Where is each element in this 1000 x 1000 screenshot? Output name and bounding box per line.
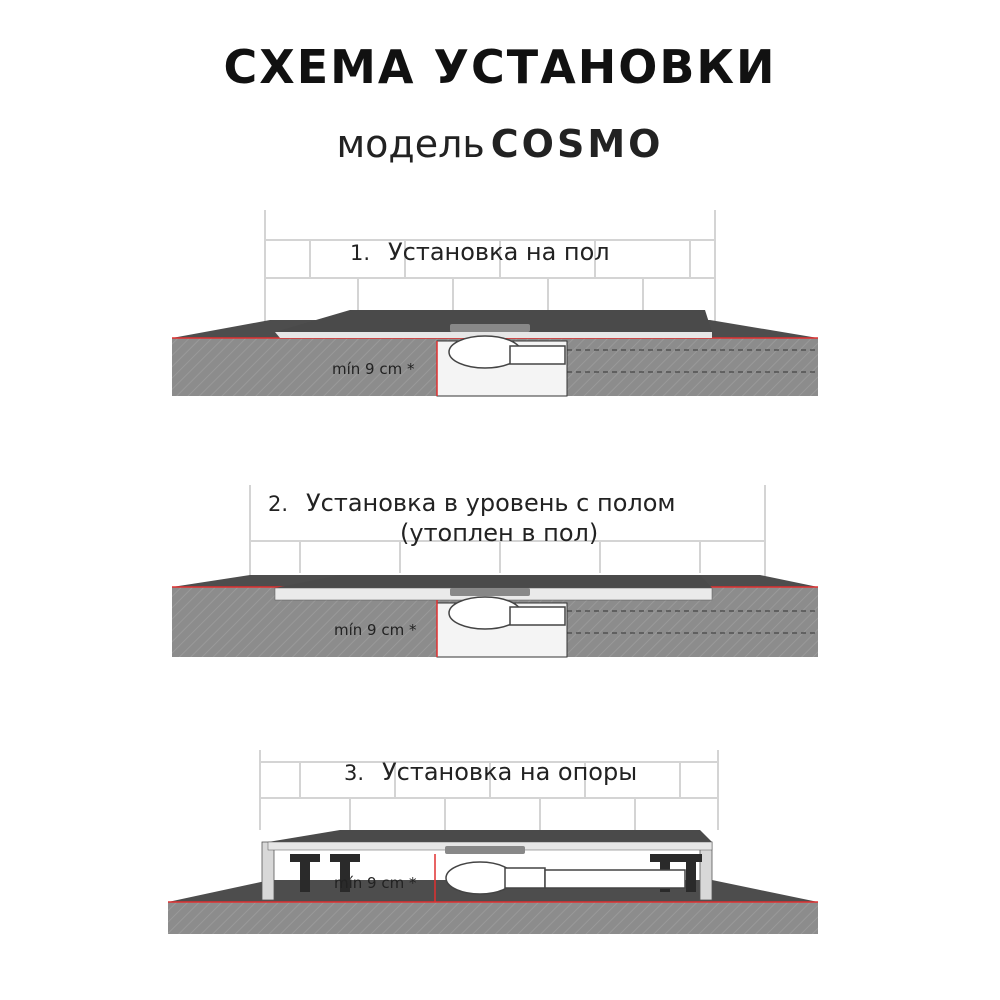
scheme-1-drawing (172, 210, 818, 397)
model-prefix: модель (336, 122, 485, 166)
floor-block (168, 902, 818, 934)
model-name: COSMO (490, 122, 664, 166)
shower-tray (275, 575, 712, 588)
scheme-2-height-mark: mín 9 cm * (334, 621, 417, 639)
scheme-1-height-mark: mín 9 cm * (332, 360, 415, 378)
scheme-3-label: 3. Установка на опоры (344, 758, 637, 786)
scheme-flush-mount: 2. Установка в уровень с полом (утоплен в… (0, 485, 1000, 675)
scheme-2-drawing (172, 485, 818, 658)
shower-tray (268, 830, 712, 842)
page-title: СХЕМА УСТАНОВКИ (223, 40, 777, 94)
scheme-1-number: 1. (350, 241, 371, 265)
scheme-1-label: 1. Установка на пол (350, 238, 610, 266)
scheme-legs-mount: 3. Установка на опоры mín 9 cm * (0, 750, 1000, 945)
shower-tray (275, 310, 712, 332)
brick-wall (264, 210, 716, 322)
scheme-3-number: 3. (344, 761, 365, 785)
scheme-3-drawing (168, 750, 818, 934)
brick-wall (249, 485, 766, 577)
scheme-2-label: 2. Установка в уровень с полом (268, 489, 676, 517)
scheme-3-height-mark: mín 9 cm * (334, 874, 417, 892)
scheme-1-title: Установка на пол (388, 238, 610, 266)
scheme-3-title: Установка на опоры (382, 758, 638, 786)
scheme-2-title-line1: Установка в уровень с полом (306, 489, 676, 517)
scheme-2-number: 2. (268, 492, 289, 516)
scheme-floor-mount: 1. Установка на пол mín 9 cm * (0, 210, 1000, 410)
scheme-2-label-line2: (утоплен в пол) (400, 519, 599, 547)
brick-wall (259, 750, 719, 830)
